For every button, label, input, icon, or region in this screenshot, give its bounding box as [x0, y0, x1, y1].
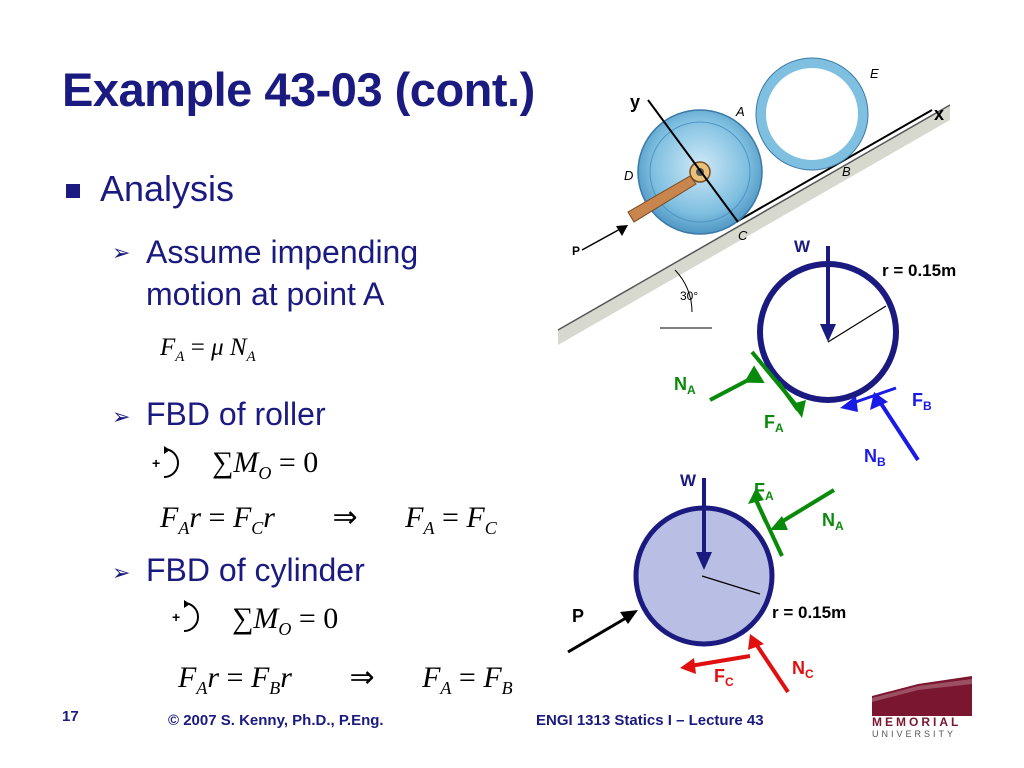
footer-course: ENGI 1313 Statics I – Lecture 43: [536, 712, 764, 729]
svg-text:NA: NA: [674, 374, 696, 397]
svg-text:FB: FB: [912, 390, 932, 413]
svg-text:FA: FA: [764, 412, 784, 435]
sub-bullet-fbd-cylinder: FBD of cylinder: [146, 552, 365, 588]
equation-cylinder-moment: ∑MO = 0: [232, 602, 339, 639]
logo-text-line1: MEMORIAL: [872, 715, 962, 729]
svg-text:+: +: [172, 609, 180, 625]
fbd-top: W r = 0.15m NA FA FB NB: [674, 237, 956, 469]
equation-roller-moment: ∑MO = 0: [212, 446, 319, 483]
sub-bullet-assume-line2: motion at point A: [146, 276, 385, 312]
fbd-bottom: W FA NA P r = 0.15m FC NC: [567, 471, 846, 694]
svg-text:+: +: [152, 455, 160, 471]
bullet-analysis: Analysis: [100, 168, 235, 209]
logo-text-line2: UNIVERSITY: [872, 729, 957, 739]
ccw-moment-icon: +: [152, 446, 179, 478]
fbd-bottom-W: W: [680, 471, 697, 490]
fbd-top-FA: F: [764, 412, 775, 432]
logo-mark-icon: [872, 676, 972, 716]
figure-label-x: x: [934, 104, 944, 124]
figure-label-D: D: [624, 168, 633, 183]
equation-cylinder-result: FAr = FBr ⇒ FA = FB: [178, 661, 513, 698]
ccw-moment-icon: +: [172, 600, 199, 632]
figure-label-B: B: [842, 164, 851, 179]
equation-roller-result: FAr = FCr ⇒ FA = FC: [160, 501, 497, 538]
figure-label-y: y: [630, 92, 640, 112]
bullet-square: [66, 184, 80, 198]
svg-text:NA: NA: [822, 510, 844, 533]
svg-text:FC: FC: [714, 666, 734, 689]
slide-title: Example 43-03 (cont.): [62, 63, 535, 116]
figure-label-P: P: [572, 244, 580, 258]
fbd-bottom-FA: F: [754, 480, 765, 500]
fbd-top-radius: r = 0.15m: [882, 261, 956, 280]
sub-bullet-arrow: ➢: [112, 404, 131, 429]
incline-figure: y x E A B C D P 30°: [557, 57, 951, 345]
figure-label-A: A: [735, 104, 745, 119]
svg-text:FA: FA: [754, 480, 774, 503]
page-number: 17: [62, 708, 79, 725]
equation-friction: FA = μ NA: [160, 334, 256, 365]
sub-bullet-arrow: ➢: [112, 560, 131, 585]
fbd-bottom-FC: F: [714, 666, 725, 686]
fbd-top-W: W: [794, 237, 811, 256]
figure-label-E: E: [870, 66, 879, 81]
fbd-bottom-NC: N: [792, 658, 805, 678]
sub-bullet-arrow: ➢: [112, 240, 131, 265]
svg-text:NB: NB: [864, 446, 886, 469]
university-logo: MEMORIAL UNIVERSITY: [872, 676, 972, 742]
figure-label-C: C: [738, 228, 748, 243]
sub-bullet-fbd-roller: FBD of roller: [146, 396, 326, 432]
fbd-bottom-NA: N: [822, 510, 835, 530]
fbd-top-NA: N: [674, 374, 687, 394]
figure-label-angle: 30°: [680, 289, 698, 303]
footer-copyright: © 2007 S. Kenny, Ph.D., P.Eng.: [168, 712, 384, 729]
fbd-top-NB: N: [864, 446, 877, 466]
svg-text:NC: NC: [792, 658, 814, 681]
fbd-top-FB: F: [912, 390, 923, 410]
fbd-bottom-radius: r = 0.15m: [772, 603, 846, 622]
sub-bullet-assume-line1: Assume impending: [146, 234, 419, 270]
fbd-bottom-P: P: [572, 606, 584, 626]
